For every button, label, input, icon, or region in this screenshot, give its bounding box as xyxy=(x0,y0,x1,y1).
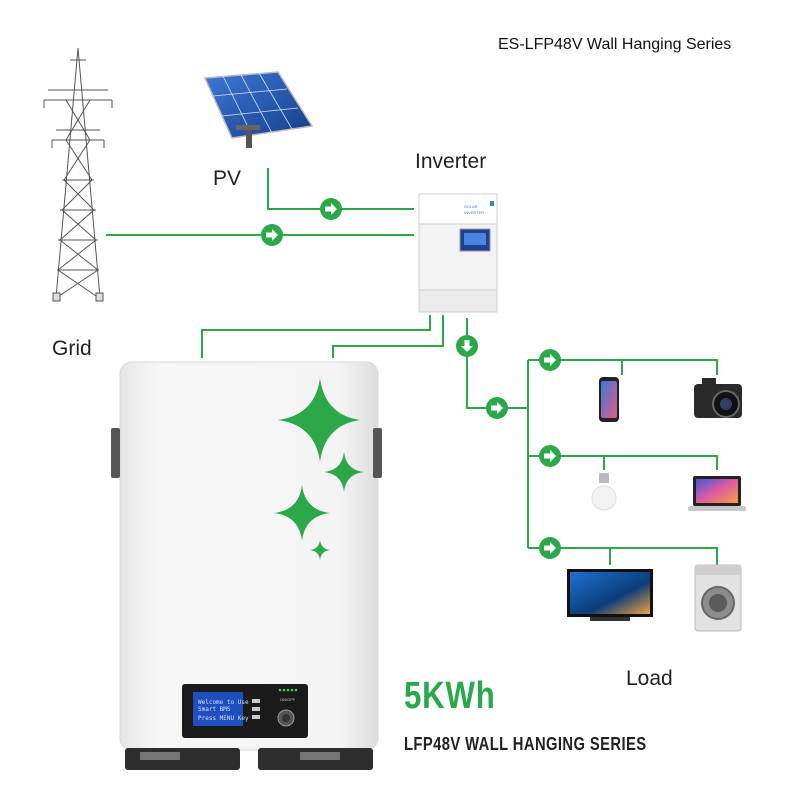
capacity-label: 5KWh xyxy=(404,675,496,717)
series-title: ES-LFP48V Wall Hanging Series xyxy=(498,36,732,53)
inverter-brand-line-2: INVERTER xyxy=(464,210,485,215)
lcd-line-2: Smart BMS xyxy=(198,706,231,713)
power-tower-icon xyxy=(43,47,113,302)
light-bulb-icon xyxy=(591,473,617,511)
solar-panel-icon xyxy=(203,71,314,148)
inverter-label: Inverter xyxy=(415,150,487,173)
sparkle-icon xyxy=(274,378,364,560)
lcd-line-1: Welcome to Use xyxy=(198,699,249,706)
camera-icon xyxy=(694,378,742,418)
power-button-label: ON/OFF xyxy=(280,697,296,702)
pv-label: PV xyxy=(213,167,242,190)
laptop-icon xyxy=(688,476,746,511)
inverter-icon xyxy=(418,193,498,313)
inverter-brand-line-1: SOLAR xyxy=(464,204,478,209)
grid-label: Grid xyxy=(52,337,92,360)
smartphone-icon xyxy=(599,377,619,422)
lcd-line-3: Press MENU Key xyxy=(198,715,249,722)
washing-machine-icon xyxy=(694,564,742,632)
product-subtitle: LFP48V WALL HANGING SERIES xyxy=(404,734,647,754)
tv-icon xyxy=(567,569,653,621)
battery-icon xyxy=(111,361,382,770)
load-label: Load xyxy=(626,667,673,690)
